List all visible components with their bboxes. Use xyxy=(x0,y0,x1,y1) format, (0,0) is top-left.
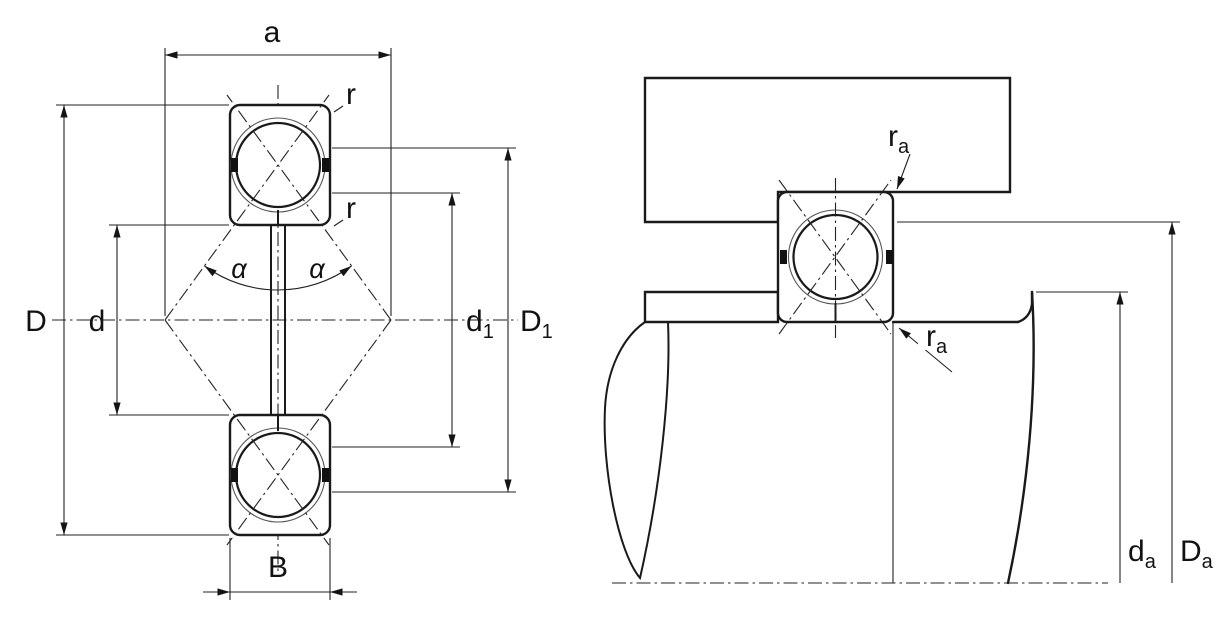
fillet-label-ra-top: ra xyxy=(888,120,910,158)
shaft-shoulder-bg xyxy=(645,292,778,322)
installation-view: ra ra da Da xyxy=(603,76,1214,585)
alpha-arc-left xyxy=(204,265,279,291)
leader-r-inner xyxy=(333,219,344,227)
housing-hatch xyxy=(643,76,1012,224)
contact-line-upper-left xyxy=(226,94,392,321)
mounted-bearing-section xyxy=(776,178,895,338)
contact-line-lower-left xyxy=(226,319,392,546)
contact-line-mounted-2 xyxy=(778,179,892,335)
fillet-label-ra-bottom: ra xyxy=(926,320,948,358)
shaft-shoulder-contour xyxy=(1006,290,1035,585)
label-halo-ra-bottom xyxy=(918,324,960,350)
dim-label-d: d xyxy=(89,305,106,338)
ring-gap-mounted-left xyxy=(780,250,787,264)
bottom-section-hatch xyxy=(228,413,332,537)
dim-label-da: da xyxy=(1128,535,1157,573)
contact-line-upper-right xyxy=(164,94,330,321)
contact-line-lower-right xyxy=(164,319,330,546)
contact-line-mounted-1 xyxy=(778,179,892,335)
shaft-shoulder-hatch xyxy=(643,290,780,324)
angle-label-alpha-right: α xyxy=(309,254,326,284)
top-section-hatch xyxy=(228,103,332,227)
ring-gap-bottom-right xyxy=(322,468,329,482)
radius-label-r-inner: r xyxy=(346,192,356,225)
shaft-shoulder-fillet xyxy=(1016,290,1034,324)
ring-gap-top-right xyxy=(322,158,329,172)
leader-r-outer xyxy=(333,105,344,113)
dim-label-D1: D1 xyxy=(520,305,553,343)
left-section-view: α α a r r D d d1 D1 xyxy=(25,16,553,600)
shaft-break-section xyxy=(603,321,670,581)
label-halo-ra-top xyxy=(884,122,926,150)
radius-label-r-outer: r xyxy=(346,78,356,111)
dim-label-d1: d1 xyxy=(466,305,494,343)
dim-label-a: a xyxy=(264,16,281,49)
shaft-shoulder-section xyxy=(643,290,780,324)
ring-gap-bottom-left xyxy=(231,468,238,482)
dim-label-Da: Da xyxy=(1180,535,1214,573)
leader-ra-top xyxy=(896,153,911,190)
housing-section xyxy=(643,76,1012,224)
dim-label-D: D xyxy=(25,305,47,338)
ring-gap-mounted-right xyxy=(886,250,893,264)
angle-label-alpha-left: α xyxy=(231,254,248,284)
housing-bg xyxy=(645,78,1010,222)
ring-gap-top-left xyxy=(231,158,238,172)
alpha-arc-right xyxy=(277,265,352,291)
dim-label-B: B xyxy=(268,551,288,584)
